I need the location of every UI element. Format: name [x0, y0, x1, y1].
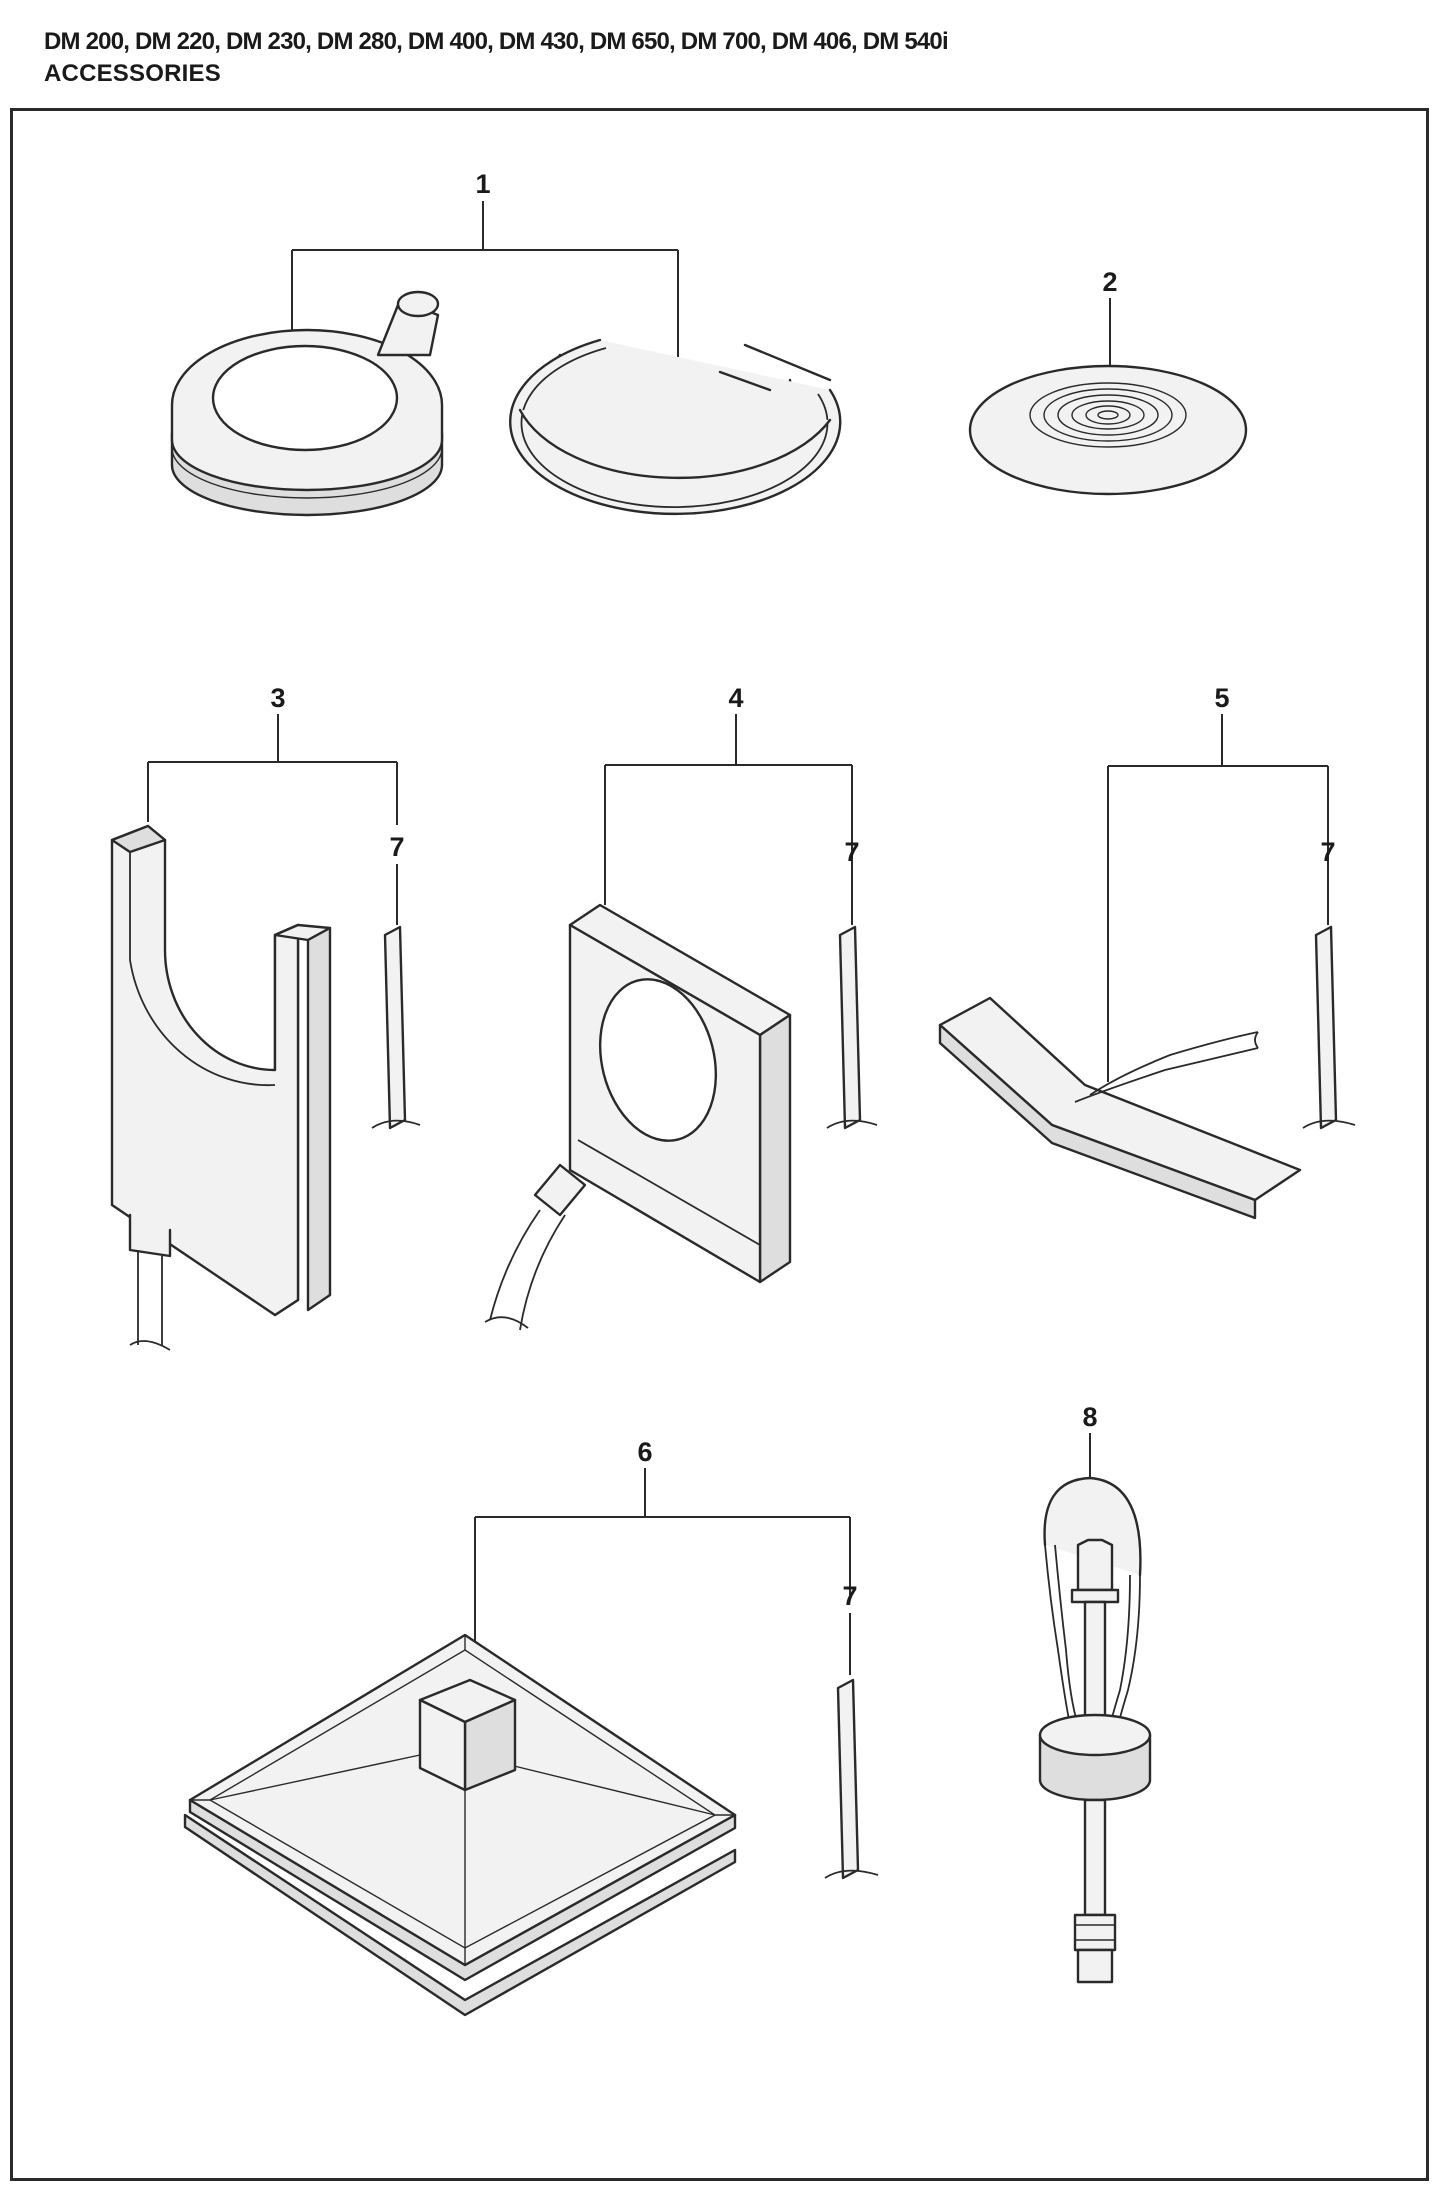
callout-1: 1 — [291, 169, 679, 455]
callout-4: 4 7 — [604, 683, 860, 925]
callout-4-label: 4 — [728, 683, 743, 713]
callout-6: 6 7 — [474, 1437, 858, 1700]
callout-5-label: 5 — [1214, 683, 1229, 713]
callout-5: 5 7 — [1107, 683, 1336, 1082]
callout-7c-label: 7 — [1320, 837, 1335, 867]
diagram-frame — [10, 108, 1429, 2181]
u-holder-part — [110, 824, 332, 1351]
edge-strip-7a — [371, 925, 421, 1130]
page-header: DM 200, DM 220, DM 230, DM 280, DM 400, … — [44, 26, 1404, 90]
edge-strip-7d — [824, 1678, 879, 1880]
callout-3-label: 3 — [270, 683, 285, 713]
callout-2-label: 2 — [1102, 267, 1117, 297]
spiral-seal-part — [509, 338, 842, 516]
square-holder-part — [484, 903, 792, 1331]
model-list-title: DM 200, DM 220, DM 230, DM 280, DM 400, … — [44, 28, 949, 55]
callout-3: 3 7 — [147, 683, 405, 925]
water-ring-part — [170, 290, 444, 517]
edge-strip-7c — [1302, 925, 1356, 1130]
callout-7a-label: 7 — [389, 832, 404, 862]
callout-7b-label: 7 — [844, 837, 859, 867]
callout-7d-label: 7 — [842, 1581, 857, 1611]
pyramid-plate-part — [183, 1633, 737, 2017]
section-title: ACCESSORIES — [44, 60, 221, 87]
edge-strip-7b — [826, 925, 878, 1130]
lifting-tool-part — [1038, 1476, 1152, 1984]
callout-6-label: 6 — [637, 1437, 652, 1467]
v-pad-part — [938, 996, 1302, 1220]
callout-8-label: 8 — [1082, 1402, 1097, 1432]
suction-disc-part — [968, 364, 1248, 496]
callout-1-label: 1 — [475, 169, 490, 199]
callout-8: 8 — [1082, 1402, 1098, 1478]
